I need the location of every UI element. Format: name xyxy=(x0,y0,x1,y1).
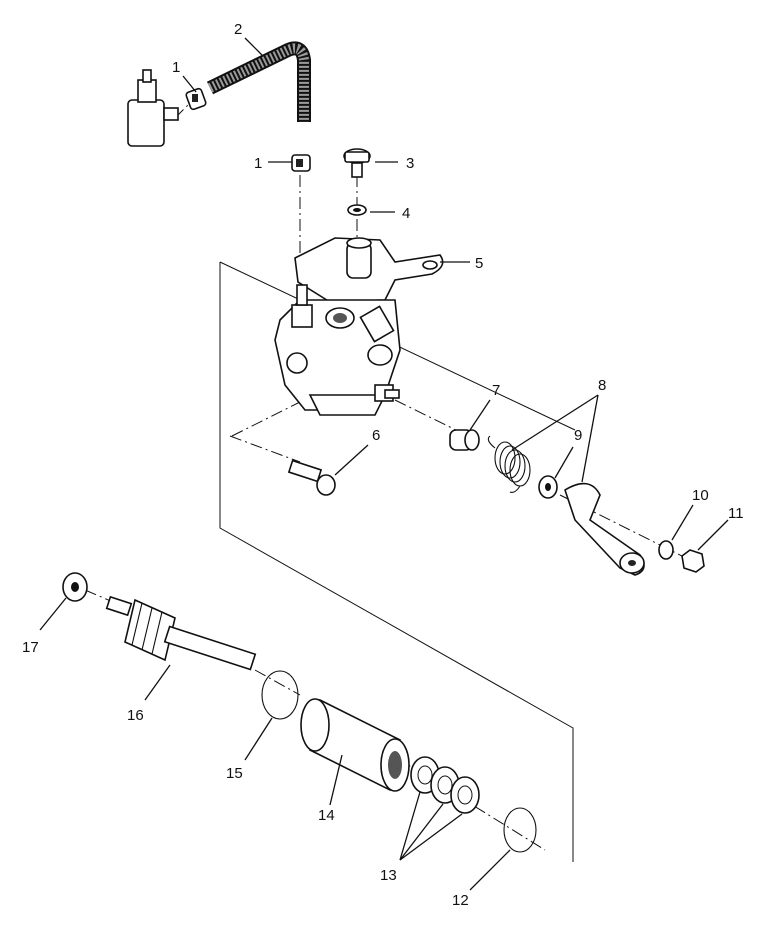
hose-clamp-upper xyxy=(185,87,207,111)
washer-9 xyxy=(538,475,558,499)
hose-clamp-lower xyxy=(291,154,311,172)
callout-2: 2 xyxy=(234,21,242,38)
mounting-bolt xyxy=(287,459,336,496)
washer-10 xyxy=(658,540,674,560)
callout-10: 10 xyxy=(692,487,709,504)
o-ring-15 xyxy=(261,670,299,720)
callout-16: 16 xyxy=(127,707,144,724)
callout-17: 17 xyxy=(22,639,39,656)
callout-8: 8 xyxy=(598,377,606,394)
bushing xyxy=(449,429,480,451)
callout-13: 13 xyxy=(380,867,397,884)
o-ring-12 xyxy=(503,807,537,853)
callout-11: 11 xyxy=(728,505,744,522)
callout-9: 9 xyxy=(574,427,582,444)
return-spring xyxy=(487,435,531,493)
callout-7: 7 xyxy=(492,382,500,399)
callout-12: 12 xyxy=(452,892,469,909)
sensor-fitting xyxy=(127,69,179,147)
callout-3: 3 xyxy=(406,155,414,172)
callout-14: 14 xyxy=(318,807,335,824)
callouts: 1 1 2 3 4 5 6 7 8 9 10 11 12 13 14 15 16… xyxy=(22,21,744,909)
shim-washers xyxy=(410,756,480,814)
callout-1-upper: 1 xyxy=(172,59,180,76)
callout-15: 15 xyxy=(226,765,243,782)
washer-4 xyxy=(347,204,367,216)
oil-hose xyxy=(206,41,311,122)
pump-sleeve xyxy=(300,698,410,792)
callout-1-lower: 1 xyxy=(254,155,262,172)
callout-4: 4 xyxy=(402,205,410,222)
drive-gear-shaft xyxy=(105,595,257,671)
leader-lines xyxy=(39,37,729,891)
nut xyxy=(681,549,705,573)
thrust-washer xyxy=(62,572,88,602)
callout-6: 6 xyxy=(372,427,380,444)
control-lever xyxy=(564,482,645,576)
bleed-screw xyxy=(343,148,371,178)
callout-5: 5 xyxy=(475,255,483,272)
oil-pump-body xyxy=(274,237,444,416)
